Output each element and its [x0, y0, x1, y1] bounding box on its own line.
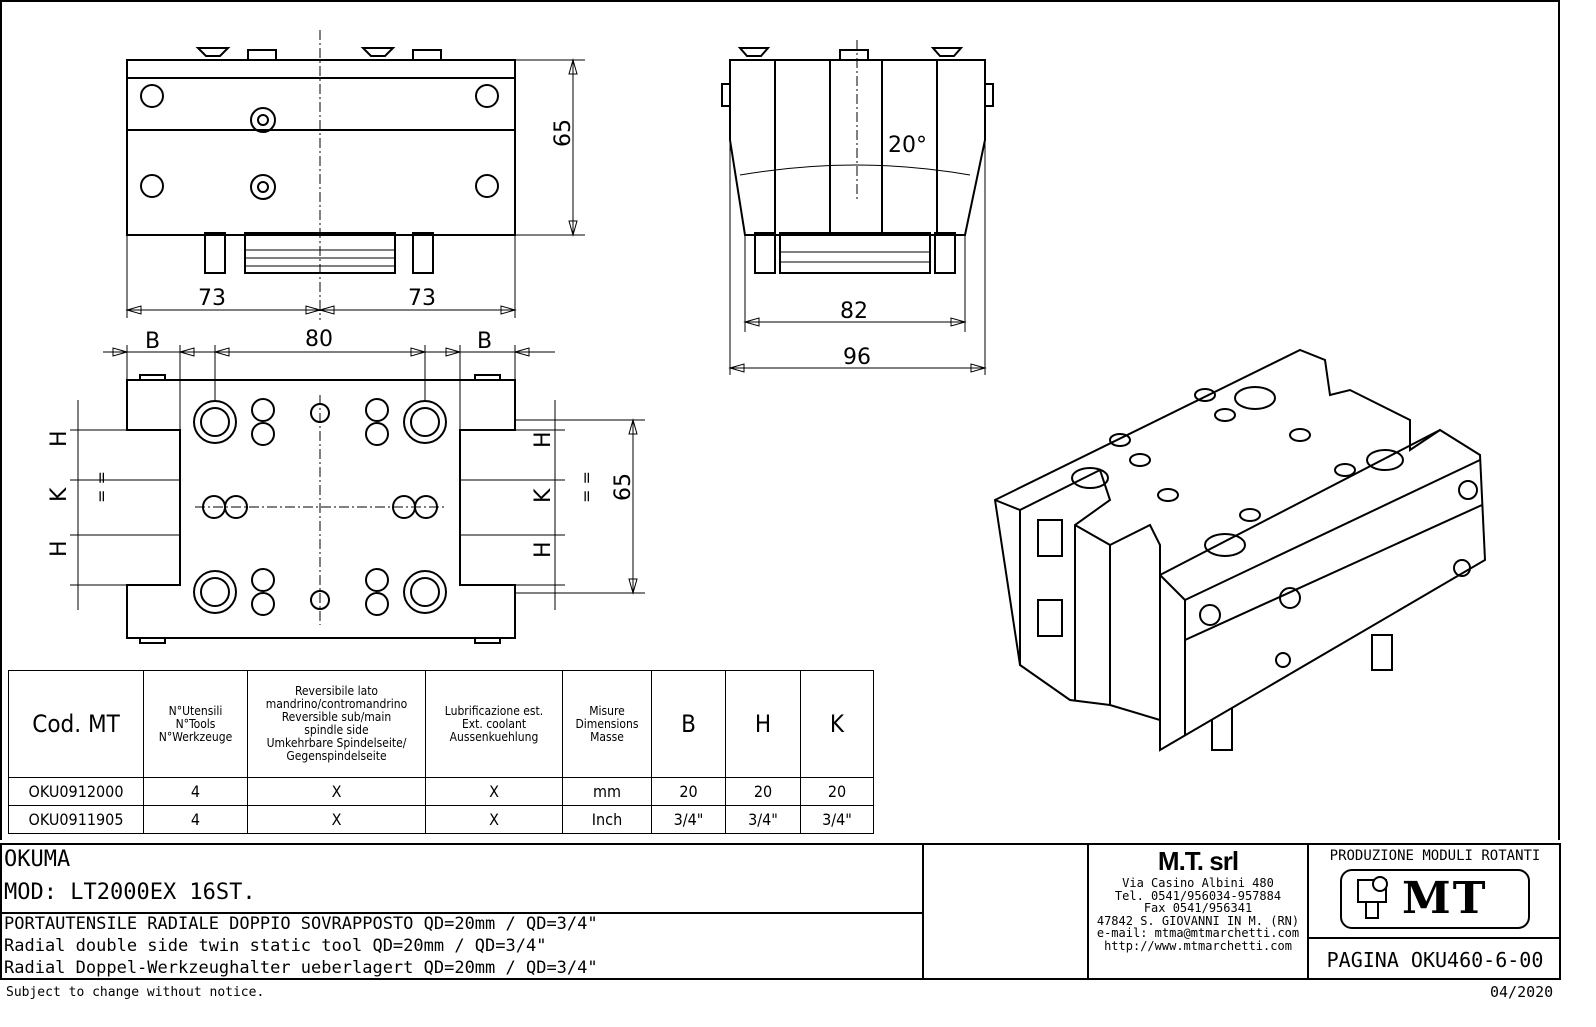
divider	[0, 912, 922, 914]
cell-k: 3/4"	[800, 805, 874, 834]
side-view: 20° 82 96	[721, 40, 994, 375]
header-tools: N°Utensili N°Tools N°Werkzeuge	[143, 670, 248, 778]
dim-left-h2: H	[47, 540, 72, 557]
dim-front-height: 65	[551, 119, 576, 147]
dim-front-left: 73	[198, 286, 226, 311]
page-code: PAGINA OKU460-6-00	[1326, 948, 1544, 972]
title-block	[0, 843, 1561, 980]
company-website[interactable]: http://www.mtmarchetti.com	[1104, 938, 1292, 953]
dim-right-k: K	[531, 488, 556, 503]
spec-table-header: Cod. MT N°Utensili N°Tools N°Werkzeuge R…	[8, 670, 874, 778]
header-dimensions: Misure Dimensions Masse	[562, 670, 652, 778]
header-coolant: Lubrificazione est. Ext. coolant Aussenk…	[425, 670, 563, 778]
dim-left-k: K	[47, 487, 72, 502]
table-row: OKU0912000 4 X X mm 20 20 20	[8, 777, 874, 806]
cell-tools: 4	[143, 805, 248, 834]
description-it: PORTAUTENSILE RADIALE DOPPIO SOVRAPPOSTO…	[4, 914, 598, 934]
dim-side-outer: 96	[843, 345, 871, 370]
machine-name: OKUMA	[4, 847, 71, 872]
cell-reversible: X	[247, 777, 426, 806]
company-tel: Tel. 0541/956034-957884	[1114, 888, 1282, 903]
page-border	[0, 0, 1560, 840]
divider	[1087, 843, 1089, 980]
change-notice: Subject to change without notice.	[6, 985, 265, 1000]
description-en: Radial double side twin static tool QD=2…	[4, 936, 547, 956]
company-name: M.T. srl	[1157, 846, 1239, 876]
cell-code: OKU0911905	[8, 805, 144, 834]
dim-front-right: 73	[408, 286, 436, 311]
dim-bottom-center: 80	[305, 327, 333, 352]
dim-right-h1: H	[531, 431, 556, 448]
header-k: K	[800, 670, 874, 778]
equal-mark-left: = =	[92, 471, 111, 503]
divider	[922, 843, 924, 980]
description-de: Radial Doppel-Werkzeughalter ueberlagert…	[4, 958, 598, 978]
company-info: M.T. srl Via Casino Albini 480 Tel. 0541…	[1089, 845, 1307, 952]
dim-bottom-b-right: B	[477, 329, 492, 354]
dim-side-angle: 20°	[888, 133, 927, 158]
spec-table: Cod. MT N°Utensili N°Tools N°Werkzeuge R…	[8, 670, 874, 834]
divider	[1307, 937, 1561, 939]
cell-k: 20	[800, 777, 874, 806]
technical-drawing: 65 73 73 20° 82 96	[0, 0, 1560, 840]
header-h: H	[725, 670, 801, 778]
company-address: Via Casino Albini 480	[1122, 876, 1274, 890]
cell-coolant: X	[425, 777, 563, 806]
revision-date: 04/2020	[1490, 983, 1554, 1001]
dim-right-h2: H	[531, 541, 556, 558]
bottom-view: B 80 B H K H H K H = = = = 65	[47, 327, 645, 644]
table-row: OKU0911905 4 X X Inch 3/4" 3/4" 3/4"	[8, 805, 874, 834]
rotating-module-icon	[1357, 876, 1388, 919]
cell-units: Inch	[562, 805, 652, 834]
isometric-view	[993, 348, 1487, 752]
header-b: B	[651, 670, 726, 778]
equal-mark-right: = =	[577, 471, 596, 503]
logo-text: MT	[1402, 873, 1488, 924]
cell-b: 3/4"	[651, 805, 726, 834]
dim-bottom-b-left: B	[145, 329, 160, 354]
cell-reversible: X	[247, 805, 426, 834]
header-reversible: Reversibile lato mandrino/contromandrino…	[247, 670, 426, 778]
cell-h: 3/4"	[725, 805, 801, 834]
mt-logo: MT	[1340, 869, 1530, 929]
dim-side-inner: 82	[840, 299, 868, 324]
model-name: MOD: LT2000EX 16ST.	[4, 880, 256, 905]
cell-units: mm	[562, 777, 652, 806]
cell-code: OKU0912000	[8, 777, 144, 806]
cell-tools: 4	[143, 777, 248, 806]
cell-coolant: X	[425, 805, 563, 834]
company-fax: Fax 0541/956341	[1143, 901, 1253, 915]
front-view: 65 73 73	[125, 30, 585, 320]
company-email[interactable]: e-mail: mtma@mtmarchetti.com	[1096, 926, 1300, 940]
cell-h: 20	[725, 777, 801, 806]
dim-left-h1: H	[47, 430, 72, 447]
divider	[1307, 843, 1309, 980]
company-city: 47842 S. GIOVANNI IN M. (RN)	[1096, 913, 1300, 928]
division-label: PRODUZIONE MODULI ROTANTI	[1329, 848, 1541, 864]
cell-b: 20	[651, 777, 726, 806]
dim-bottom-height: 65	[611, 473, 636, 501]
header-code: Cod. MT	[8, 670, 144, 778]
